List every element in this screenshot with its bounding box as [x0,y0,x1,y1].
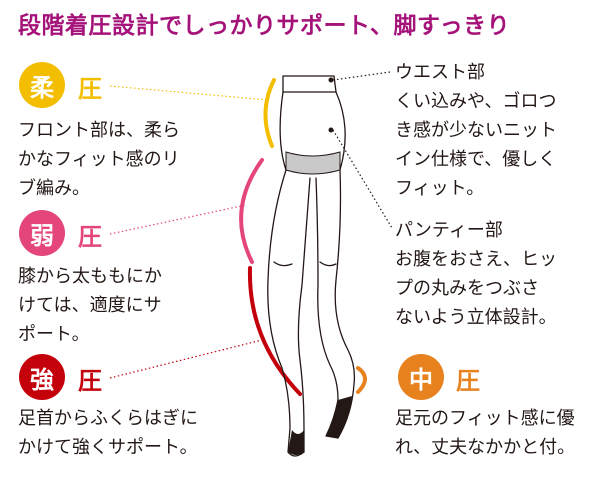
panty-description: パンティー部 お腹をおさえ、ヒッ プの丸みをつぶさ ないよう立体設計。 [395,220,557,328]
weak-pressure-badge: 弱 [19,210,65,256]
soft-pressure-label: 圧 [78,75,102,103]
medium-pressure-badge: 中 [398,354,444,400]
weak-pressure-description: 膝から太ももにか けては、適度にサ ポート。 [18,266,162,345]
soft-pressure-arc [263,78,276,148]
strong-pressure-description: 足首からふくらはぎに かけて強くサポート。 [18,408,198,458]
medium-pressure-label: 圧 [456,367,480,395]
strong-pressure-arc [247,266,302,396]
weak-pressure-label: 圧 [78,223,102,251]
page-title: 段階着圧設計でしっかりサポート、脚すっきり [18,13,511,39]
soft-pressure-description: フロント部は、柔ら かなフィット感のリ ブ編み。 [18,120,180,199]
waist-description: ウエスト部 くい込みや、ゴロつ き感が少ないニット イン仕様で、優しく フィット… [395,62,557,199]
strong-pressure-label: 圧 [78,367,102,395]
medium-pressure-description: 足元のフィット感に優 れ、丈夫なかかと付。 [395,408,576,458]
strong-pressure-badge: 強 [19,354,65,400]
medium-pressure-arc [356,366,367,394]
weak-pressure-arc [239,158,264,264]
soft-pressure-badge: 柔 [19,62,65,108]
